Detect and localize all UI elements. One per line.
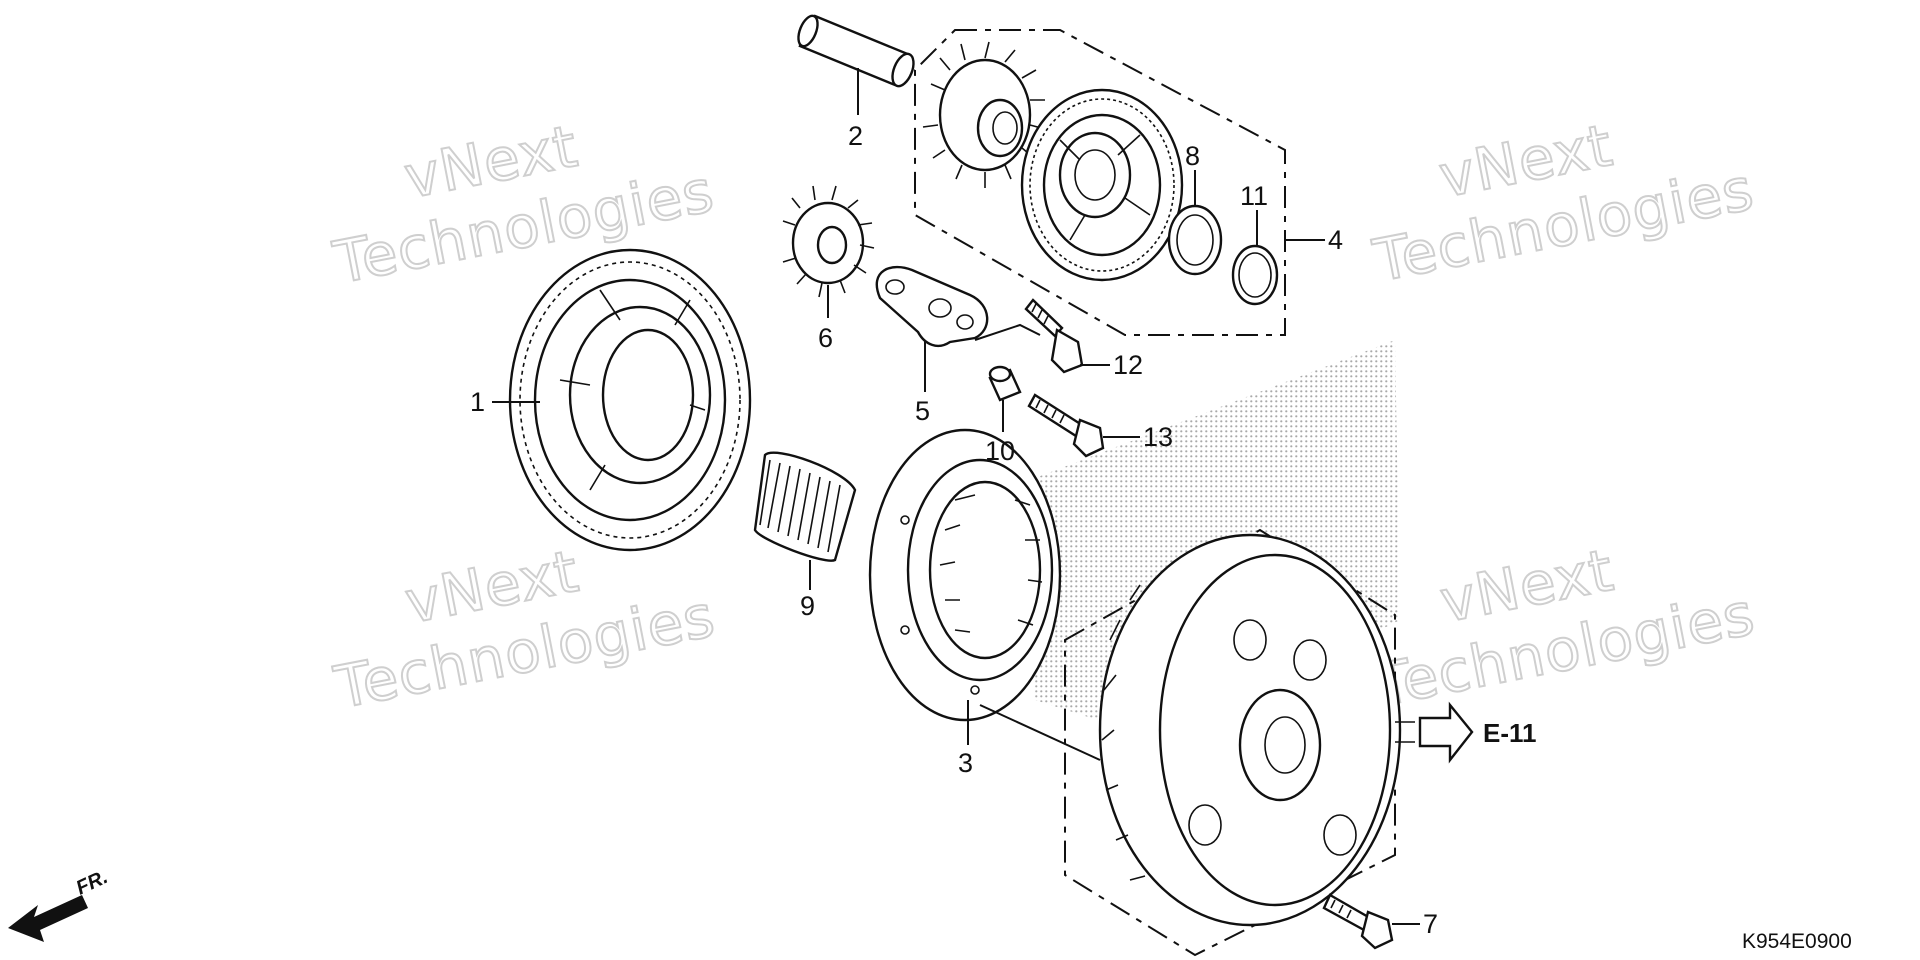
part-11-snap-ring[interactable] <box>1231 244 1279 306</box>
callout-11: 11 <box>1240 181 1268 211</box>
svg-text:FR.: FR. <box>73 866 111 900</box>
part-4-large-gear[interactable] <box>1020 88 1184 282</box>
part-5-bracket[interactable] <box>875 265 989 347</box>
part-13-bolt[interactable] <box>1027 393 1105 458</box>
callout-3: 3 <box>958 748 973 778</box>
callout-7: 7 <box>1423 909 1438 939</box>
front-direction-arrow: FR. <box>8 866 111 942</box>
part-2-shaft[interactable] <box>795 13 918 89</box>
callout-6: 6 <box>818 323 833 353</box>
part-1-driven-gear[interactable] <box>508 248 752 552</box>
watermark-top-right: vNext Technologies <box>1367 110 1760 296</box>
assembly-box-flywheel <box>1064 528 1396 957</box>
callout-9: 9 <box>800 591 815 621</box>
callout-12: 12 <box>1113 350 1143 380</box>
reference-arrow-e11[interactable]: E-11 <box>1395 701 1537 764</box>
callout-2: 2 <box>848 121 863 151</box>
part-7-bolt[interactable] <box>1322 893 1394 950</box>
flywheel[interactable] <box>1098 533 1402 927</box>
part-6-idler-gear[interactable] <box>782 185 875 298</box>
part-8-washer[interactable] <box>1167 204 1223 276</box>
watermark-bottom-right: vNext Technologies <box>1368 535 1761 721</box>
part-12-bolt[interactable] <box>1024 298 1084 374</box>
callout-10: 10 <box>985 436 1015 466</box>
assembly-box-4 <box>914 29 1286 336</box>
part-9-needle-bearing[interactable] <box>753 451 857 562</box>
callout-5: 5 <box>915 396 930 426</box>
callout-8: 8 <box>1185 141 1200 171</box>
leader-lines <box>492 68 1420 925</box>
part-3-one-way-clutch[interactable] <box>868 428 1062 722</box>
callout-4: 4 <box>1328 225 1343 255</box>
callout-1: 1 <box>470 387 485 417</box>
diagram-code: K954E0900 <box>1742 930 1852 953</box>
callout-13: 13 <box>1143 422 1173 452</box>
part-10-dowel[interactable] <box>988 365 1022 402</box>
part-4-small-gear[interactable] <box>922 41 1046 188</box>
svg-text:E-11: E-11 <box>1483 718 1537 748</box>
